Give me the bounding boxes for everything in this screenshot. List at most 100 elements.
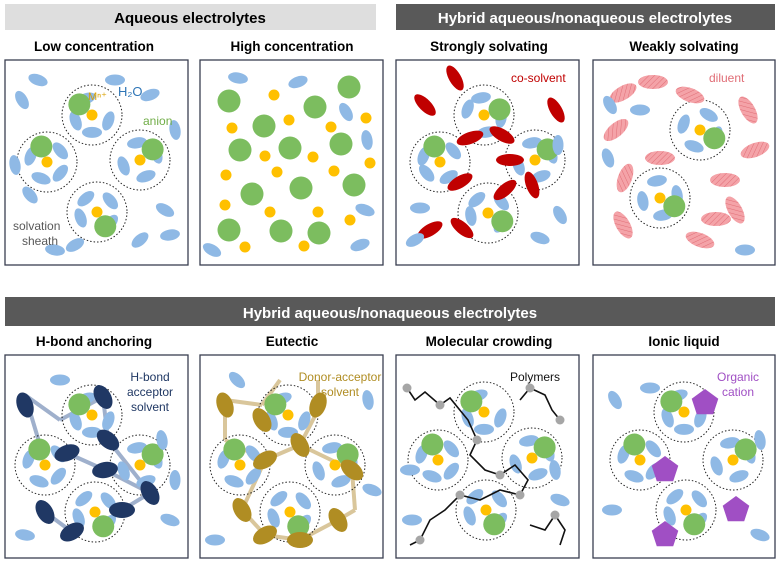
- water-molecule: [463, 506, 476, 526]
- anion: [491, 210, 514, 233]
- water-molecule: [552, 135, 564, 155]
- hbond-acceptor: [16, 392, 34, 418]
- polymer-node: [415, 535, 425, 545]
- hbond-acceptor: [92, 461, 118, 479]
- water-molecule: [531, 170, 551, 183]
- panel-labels: Mⁿ⁺ H₂O anion solvation sheath co-solven…: [13, 71, 759, 414]
- label-cation: cation: [722, 385, 754, 399]
- solvation-sheath: [259, 481, 321, 543]
- metal-ion: [298, 240, 310, 252]
- water-molecule: [288, 75, 308, 89]
- banner-hybrid-bottom-text: Hybrid aqueous/nonaqueous electrolytes: [243, 305, 537, 322]
- diluent-molecule: [710, 173, 740, 187]
- organic-cation: [722, 496, 750, 522]
- metal-ion: [526, 452, 538, 464]
- cosolvent-molecule: [417, 221, 443, 239]
- water-molecule: [530, 231, 550, 245]
- water-molecule: [684, 140, 704, 153]
- solvation-sheath: [109, 129, 171, 191]
- water-molecule: [519, 435, 539, 447]
- water-molecule: [298, 411, 311, 431]
- banner-aqueous: Aqueous electrolytes: [5, 4, 376, 30]
- label-solvation: solvation: [13, 219, 60, 233]
- polymer-node: [555, 415, 565, 425]
- solvation-sheath: [629, 167, 691, 229]
- solvation-sheath: [14, 434, 76, 496]
- water-molecule: [155, 203, 175, 217]
- donor-acceptor-molecule: [252, 408, 272, 432]
- water-molecule: [608, 390, 622, 410]
- label-eutectic-1: Donor-acceptor: [299, 370, 382, 384]
- solvation-sheath: [61, 384, 123, 446]
- solvation-sheath: [455, 479, 517, 541]
- water-molecule: [465, 206, 477, 226]
- water-molecule: [160, 229, 180, 241]
- polymer-node: [402, 383, 412, 393]
- metal-ion: [134, 459, 146, 471]
- metal-ion: [283, 114, 295, 126]
- metal-ion: [284, 506, 296, 518]
- label-eutectic-2: solvent: [321, 385, 360, 399]
- metal-ion: [307, 151, 319, 163]
- label-organic: Organic: [717, 370, 759, 384]
- solvation-sheath: [109, 434, 171, 496]
- polymer-node: [472, 435, 482, 445]
- water-molecule: [729, 470, 749, 483]
- anion: [92, 515, 115, 538]
- water-molecule: [691, 490, 708, 508]
- label-sheath: sheath: [22, 234, 58, 248]
- water-molecule: [52, 142, 69, 160]
- polymer-node: [495, 470, 505, 480]
- diluent-molecule: [738, 96, 758, 124]
- water-molecule: [102, 192, 119, 210]
- panel-weakly-solvating: [592, 59, 776, 266]
- metal-ion: [91, 206, 103, 218]
- anion: [329, 132, 353, 156]
- metal-ion: [360, 112, 372, 124]
- anion: [460, 390, 483, 413]
- metal-ion: [41, 156, 53, 168]
- metal-ion: [234, 459, 246, 471]
- water-molecule: [466, 488, 484, 505]
- water-molecule: [105, 74, 125, 86]
- water-molecule: [69, 411, 82, 431]
- anion: [287, 515, 310, 538]
- metal-ion: [282, 409, 294, 421]
- diluent-molecule: [740, 141, 770, 159]
- water-molecule: [550, 493, 570, 507]
- metal-ion: [219, 199, 231, 211]
- water-molecule: [553, 205, 567, 225]
- metal-ion: [312, 206, 324, 218]
- water-molecule: [224, 475, 244, 488]
- panel-title-weakly-solvating: Weakly solvating: [629, 39, 738, 54]
- panel-title-hbond-anchoring: H-bond anchoring: [36, 334, 152, 349]
- metal-ion: [364, 157, 376, 169]
- metal-ion: [134, 154, 146, 166]
- water-molecule: [645, 440, 662, 458]
- water-molecule: [402, 514, 422, 526]
- solvation-sheath: [61, 84, 123, 146]
- cosolvent-molecule: [524, 171, 540, 199]
- water-molecule: [710, 456, 723, 476]
- label-water: H₂O: [118, 84, 143, 99]
- solvation-sheath: [407, 429, 469, 491]
- polymer-node: [525, 383, 535, 393]
- cosolvent-molecule: [456, 130, 484, 146]
- panel-title-high-concentration: High concentration: [230, 39, 353, 54]
- metal-ion: [226, 122, 238, 134]
- water-molecule: [50, 374, 70, 386]
- anion: [269, 219, 293, 243]
- banner-hybrid-bottom: Hybrid aqueous/nonaqueous electrolytes: [5, 297, 775, 326]
- anion: [660, 390, 683, 413]
- water-molecule: [50, 467, 67, 485]
- water-molecule: [677, 114, 690, 134]
- organic-cation: [651, 521, 679, 547]
- panel-title-strongly-solvating: Strongly solvating: [430, 39, 548, 54]
- diluent-molecule: [725, 196, 745, 224]
- metal-ion: [694, 124, 706, 136]
- metal-ion: [482, 207, 494, 219]
- metal-ion: [727, 454, 739, 466]
- water-molecule: [474, 423, 494, 435]
- solvation-sheath: [501, 427, 563, 489]
- cosolvent-molecule: [489, 126, 515, 144]
